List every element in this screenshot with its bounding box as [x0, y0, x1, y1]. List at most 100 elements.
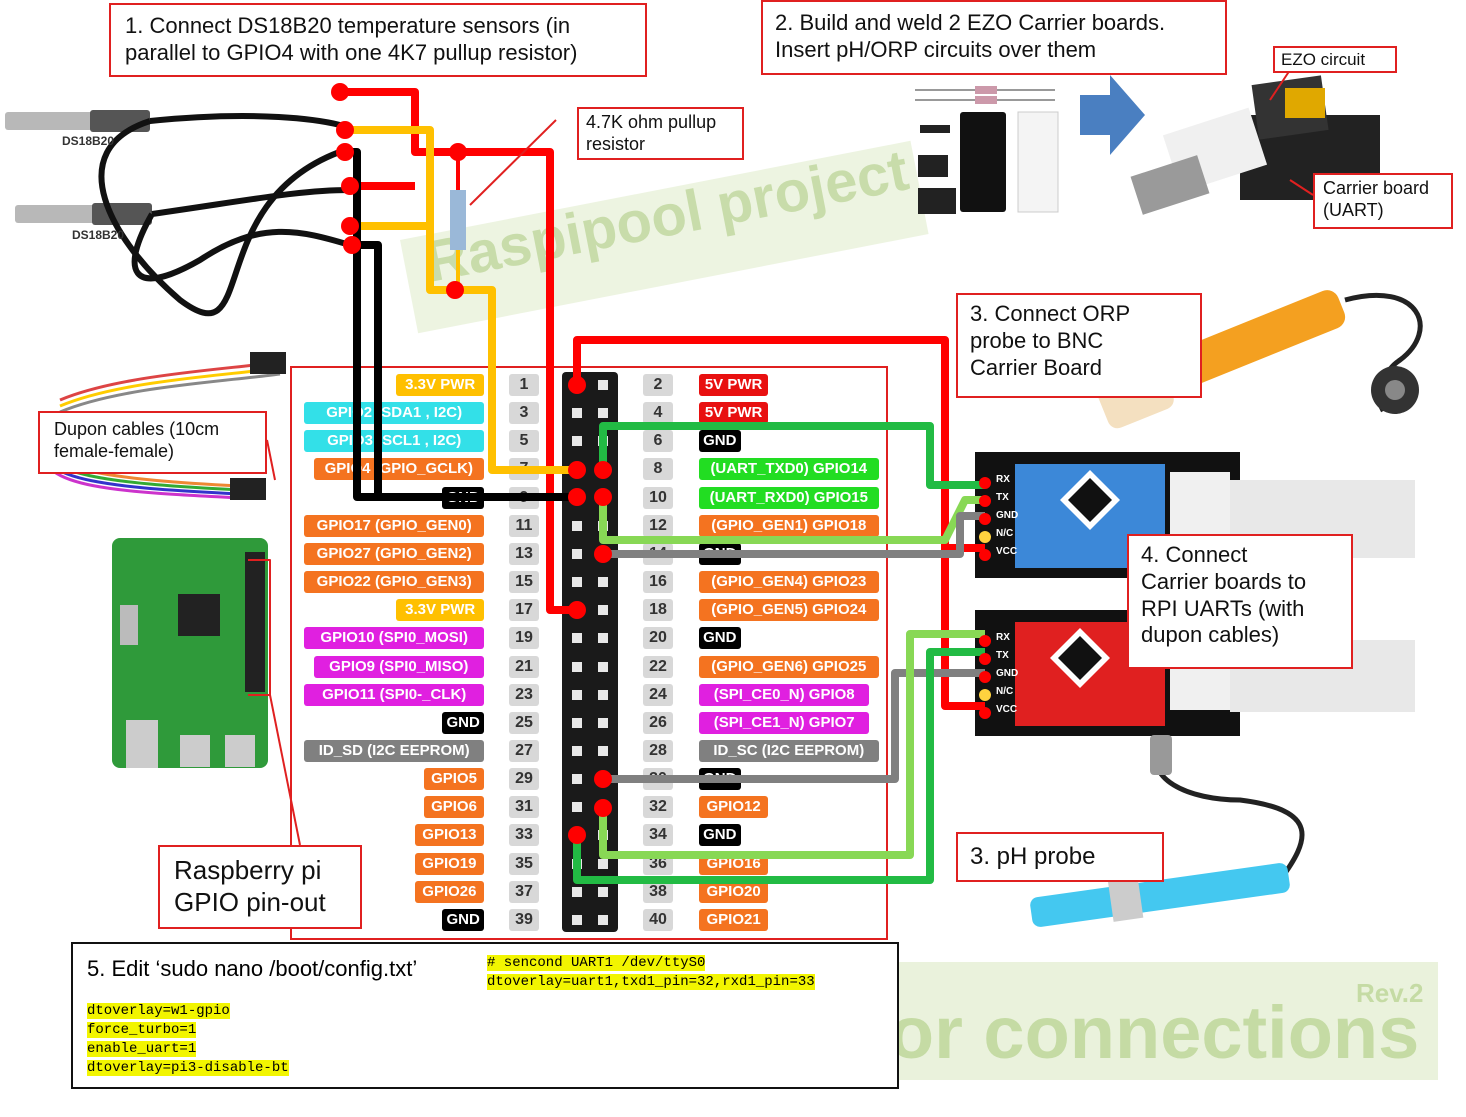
arrow-icon: [1080, 75, 1145, 155]
gpio-pin-number-11: 11: [509, 515, 539, 537]
orp-board-pin-marker-4: [979, 531, 991, 543]
orp-board-pin-marker-2: [979, 495, 991, 507]
ezo-pin-ph-vcc: VCC: [996, 704, 1018, 715]
callout-rpi-line2: GPIO pin-out: [174, 886, 326, 917]
gpio-pin-number-32: 32: [643, 796, 673, 818]
callout-orp-line2: probe to BNC: [970, 327, 1104, 353]
connection-dot-13: [594, 488, 612, 506]
header-pin-odd-5: [572, 436, 582, 446]
gpio-pin-number-2: 2: [643, 374, 673, 396]
header-pin-odd-21: [572, 662, 582, 672]
ezo-kit-parts: [915, 86, 1059, 214]
gpio-label-pin-26: (SPI_CE1_N) GPIO7: [699, 712, 870, 734]
callout-step3-ph: 3. pH probe: [956, 832, 1164, 882]
header-pin-even-26: [598, 718, 608, 728]
ezo-pin-orp-nc: N/C: [996, 528, 1014, 539]
gpio-label-pin-13: GPIO27 (GPIO_GEN2): [304, 543, 484, 565]
ezo-pin-ph-rx: RX: [996, 632, 1010, 643]
callout-step4-line3: RPI UARTs (with: [1141, 595, 1305, 621]
connection-dot-10: [568, 461, 586, 479]
gpio-pin-number-18: 18: [643, 599, 673, 621]
callout-step4: 4. Connect Carrier boards to RPI UARTs (…: [1127, 534, 1353, 669]
gpio-pin-number-28: 28: [643, 740, 673, 762]
header-pin-even-20: [598, 633, 608, 643]
header-pin-even-4: [598, 408, 608, 418]
gpio-label-pin-16: (GPIO_GEN4) GPIO23: [699, 571, 879, 593]
header-pin-even-24: [598, 690, 608, 700]
orp-board-pin-marker-1: [979, 477, 991, 489]
gpio-pin-number-39: 39: [509, 909, 539, 931]
gpio-pin-number-25: 25: [509, 712, 539, 734]
header-pin-odd-27: [572, 746, 582, 756]
gpio-label-pin-21: GPIO9 (SPI0_MISO): [313, 656, 484, 678]
gpio-label-pin-20: GND: [699, 627, 741, 649]
gpio-label-pin-33: GPIO13: [414, 824, 484, 846]
gpio-label-pin-29: GPIO5: [424, 768, 484, 790]
gpio-label-pin-2: 5V PWR: [699, 374, 769, 396]
header-pin-even-22: [598, 662, 608, 672]
callout-step1-line1: 1. Connect DS18B20 temperature sensors (…: [125, 13, 571, 38]
gpio-pin-number-4: 4: [643, 402, 673, 424]
callout-ph-text: 3. pH probe: [970, 843, 1096, 870]
callout-step2-line1: 2. Build and weld 2 EZO Carrier boards.: [775, 10, 1166, 35]
wire-uart1-rx: [599, 630, 985, 859]
header-pin-odd-29: [572, 774, 582, 784]
connection-dot-9: [568, 376, 586, 394]
callout-dupon-line2: female-female): [54, 440, 175, 461]
gpio-label-pin-23: GPIO11 (SPI0-_CLK): [304, 684, 484, 706]
header-pin-even-40: [598, 915, 608, 925]
callout-dupon: Dupon cables (10cm female-female): [38, 411, 267, 474]
gpio-pin-number-20: 20: [643, 627, 673, 649]
gpio-frame: [290, 366, 888, 940]
gpio-label-pin-6: GND: [699, 430, 741, 452]
callout-ezo-circuit: EZO circuit: [1273, 46, 1397, 73]
gpio-label-pin-39: GND: [442, 909, 484, 931]
gpio-pin-number-27: 27: [509, 740, 539, 762]
gpio-label-pin-27: ID_SD (I2C EEPROM): [304, 740, 484, 762]
header-pin-odd-11: [572, 521, 582, 531]
gpio-pin-number-23: 23: [509, 684, 539, 706]
callout-carrier-board: Carrier board (UART): [1313, 173, 1453, 229]
raspberry-pi-board: [112, 538, 268, 768]
callout-resistor: 4.7K ohm pullup resistor: [577, 107, 744, 160]
wire-resistor-pointer: [469, 119, 557, 206]
connection-dot-17: [594, 799, 612, 817]
gpio-label-pin-25: GND: [442, 712, 484, 734]
header-pin-odd-13: [572, 549, 582, 559]
config-line-2: force_turbo=1: [87, 1022, 197, 1038]
gpio-pin-number-26: 26: [643, 712, 673, 734]
gpio-pin-number-37: 37: [509, 881, 539, 903]
gpio-label-pin-38: GPIO20: [699, 881, 769, 903]
connection-dot-14: [594, 545, 612, 563]
gpio-pin-number-1: 1: [509, 374, 539, 396]
callout-carrier-line1: Carrier board: [1323, 178, 1430, 198]
wire-uart0-rx: [599, 496, 985, 544]
gpio-label-pin-35: GPIO19: [414, 853, 484, 875]
callout-dupon-line1: Dupon cables (10cm: [54, 419, 220, 439]
gpio-label-pin-34: GND: [699, 824, 741, 846]
header-pin-odd-31: [572, 802, 582, 812]
callout-orp-line1: 3. Connect ORP: [970, 301, 1131, 326]
ph-board-pin-marker-2: [979, 653, 991, 665]
callout-step2: 2. Build and weld 2 EZO Carrier boards. …: [761, 0, 1227, 75]
header-pin-odd-19: [572, 633, 582, 643]
header-pin-odd-23: [572, 690, 582, 700]
ezo-pin-ph-gnd: GND: [996, 668, 1019, 679]
pointer-carrier: [1289, 179, 1314, 196]
gpio-label-pin-11: GPIO17 (GPIO_GEN0): [304, 515, 484, 537]
callout-step2-line2: Insert pH/ORP circuits over them: [775, 36, 1097, 62]
orp-board-pin-marker-3: [979, 513, 991, 525]
pointer-rpi-header: [248, 559, 271, 696]
header-pin-even-36: [598, 859, 608, 869]
gpio-pin-number-5: 5: [509, 430, 539, 452]
pullup-resistor: [450, 190, 466, 250]
callout-ezo-circuit-text: EZO circuit: [1281, 50, 1366, 69]
connection-dot-2: [336, 121, 354, 139]
connection-dot-11: [594, 461, 612, 479]
ezo-pin-ph-tx: TX: [996, 650, 1009, 661]
header-pin-even-2: [598, 380, 608, 390]
gpio-pin-number-35: 35: [509, 853, 539, 875]
gpio-pin-number-29: 29: [509, 768, 539, 790]
wire-5v-ph: [941, 548, 985, 710]
header-pin-even-28: [598, 746, 608, 756]
